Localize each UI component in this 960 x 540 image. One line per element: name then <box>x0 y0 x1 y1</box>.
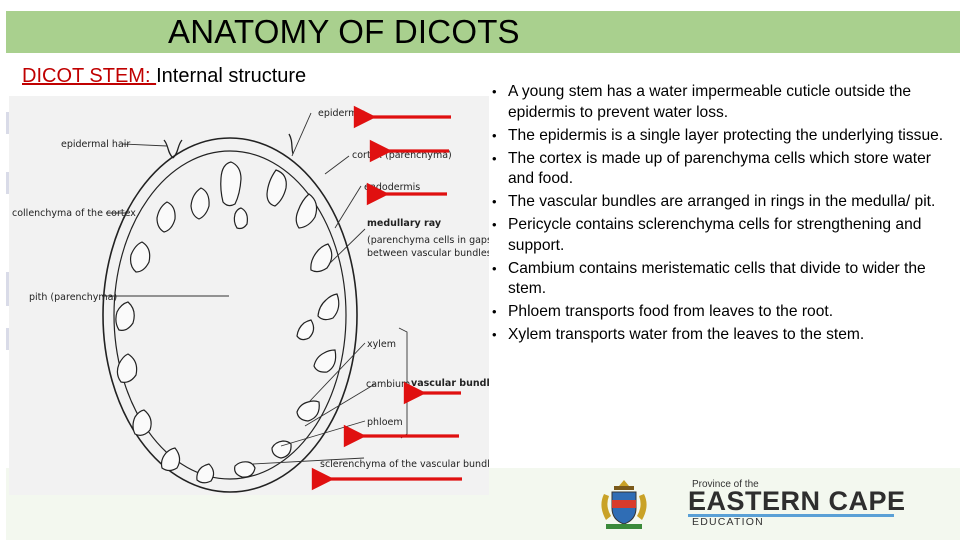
bullet-dot-icon: • <box>492 150 497 166</box>
vascular-bundle-shape <box>271 440 292 459</box>
pointer-line <box>334 185 362 229</box>
bullet-dot-icon: • <box>492 327 497 342</box>
pointer-line <box>121 143 168 147</box>
pointer-line <box>324 155 350 175</box>
vascular-bundle-shape <box>310 243 333 273</box>
pointer-line <box>304 383 376 427</box>
vascular-bundle-shape <box>233 207 248 230</box>
slide-title: ANATOMY OF DICOTS <box>168 13 520 50</box>
bullet-text: The epidermis is a single layer protecti… <box>508 126 944 144</box>
vascular-bundle-shape <box>220 161 242 207</box>
bullet-item: • Cambium contains meristematic cells tha… <box>490 259 958 300</box>
label-collenchyma: collenchyma of the cortex <box>12 208 136 219</box>
bullet-dot-icon: • <box>492 84 497 99</box>
label-epidermis: epidermis <box>318 108 365 119</box>
bullet-text: A young stem has a water impermeable cut… <box>508 83 912 121</box>
vascular-bundle-shape <box>115 301 135 331</box>
label-medullary-ray-note-2: between vascular bundles) <box>367 248 489 259</box>
bullet-item: • Xylem transports water from the leaves … <box>490 325 958 346</box>
pointer-line <box>308 342 366 403</box>
bullet-item: • The epidermis is a single layer protect… <box>490 126 958 147</box>
vascular-bundle-shape <box>295 193 318 229</box>
label-medullary-ray: medullary ray <box>367 218 442 229</box>
label-vascular-bundle: vascular bundle <box>411 378 489 389</box>
bullet-item: • Phloem transports food from leaves to t… <box>490 302 958 323</box>
vascular-bundle-shape <box>190 187 210 220</box>
pointer-line <box>291 112 312 157</box>
bullet-dot-icon: • <box>492 127 497 143</box>
diagram-svg: epidermis epidermal hair cortex (parench… <box>12 105 489 493</box>
bullet-item: • The cortex is made up of parenchyma cel… <box>490 149 958 190</box>
bullet-dot-icon: • <box>492 194 497 209</box>
logo-name-text: EASTERN CAPE <box>688 486 906 516</box>
bullet-item: • Pericycle contains sclerenchyma cells f… <box>490 215 958 256</box>
bullet-text: Xylem transports water from the leaves t… <box>508 326 865 343</box>
bullet-item: • The vascular bundles are arranged in ri… <box>490 192 958 213</box>
epidermal-hair-shape <box>288 133 294 155</box>
vascular-bundle-shape <box>132 409 152 436</box>
label-sclerenchyma: sclerenchyma of the vascular bundle <box>320 459 489 470</box>
bullet-dot-icon: • <box>492 260 497 276</box>
vascular-bundle-ring <box>115 161 340 484</box>
bullet-dot-icon: • <box>492 217 497 232</box>
vascular-bundle-shape <box>234 461 256 478</box>
vascular-bundle-shape <box>129 241 151 273</box>
logo-underline <box>688 514 894 517</box>
label-epidermal-hair: epidermal hair <box>61 139 130 150</box>
bullet-text: Cambium contains meristematic cells that… <box>508 259 926 298</box>
subtitle-text: Internal structure <box>156 65 307 87</box>
bullet-item: • A young stem has a water impermeable cu… <box>490 82 958 123</box>
label-medullary-ray-note-1: (parenchyma cells in gaps <box>367 235 489 246</box>
pointer-line <box>328 228 366 265</box>
bullet-text: The cortex is made up of parenchyma cell… <box>508 149 931 188</box>
vascular-bundle-shape <box>296 319 315 341</box>
coat-of-arms-icon <box>601 480 647 529</box>
pointer-lines <box>102 112 408 465</box>
logo-province-text: Province of the <box>692 479 759 490</box>
label-cortex: cortex (parenchyma) <box>352 150 452 161</box>
logo-department-text: EDUCATION <box>692 516 764 528</box>
bullet-list: • A young stem has a water impermeable cu… <box>490 82 958 348</box>
vascular-bundle-shape <box>317 293 340 321</box>
vascular-bundle-shape <box>313 349 337 373</box>
vascular-bundle-shape <box>116 353 138 383</box>
vascular-bundle-shape <box>196 463 215 484</box>
bullet-text: Pericycle contains sclerenchyma cells fo… <box>508 216 922 254</box>
bullet-dot-icon: • <box>492 304 497 319</box>
title-bar <box>6 11 960 53</box>
label-endodermis: endodermis <box>364 182 420 193</box>
vascular-bundle-shape <box>156 201 176 233</box>
label-phloem: phloem <box>367 417 403 428</box>
label-cambium: cambium <box>366 379 410 390</box>
bullet-text: Phloem transports food from leaves to th… <box>508 303 834 320</box>
epidermal-hair-shape <box>163 139 183 159</box>
slide-subtitle: DICOT STEM: Internal structure <box>22 65 306 88</box>
bullet-text: The vascular bundles are arranged in rin… <box>508 193 936 210</box>
label-xylem: xylem <box>367 339 396 350</box>
eastern-cape-education-logo: Province of the EASTERN CAPE EDUCATION <box>592 476 912 532</box>
pointer-line <box>280 420 366 447</box>
stem-endodermis-outline <box>113 150 347 480</box>
dicot-stem-diagram: epidermis epidermal hair cortex (parench… <box>9 96 489 495</box>
vascular-bundle-shape <box>160 447 181 472</box>
label-pith: pith (parenchyma) <box>29 292 117 303</box>
red-arrows <box>311 105 462 491</box>
stem-epidermis-outline <box>102 137 358 493</box>
vascular-bundle-shape <box>266 169 287 207</box>
pointer-line <box>252 457 365 465</box>
vascular-bundle-shape <box>296 400 320 422</box>
subtitle-label: DICOT STEM: <box>22 65 157 87</box>
